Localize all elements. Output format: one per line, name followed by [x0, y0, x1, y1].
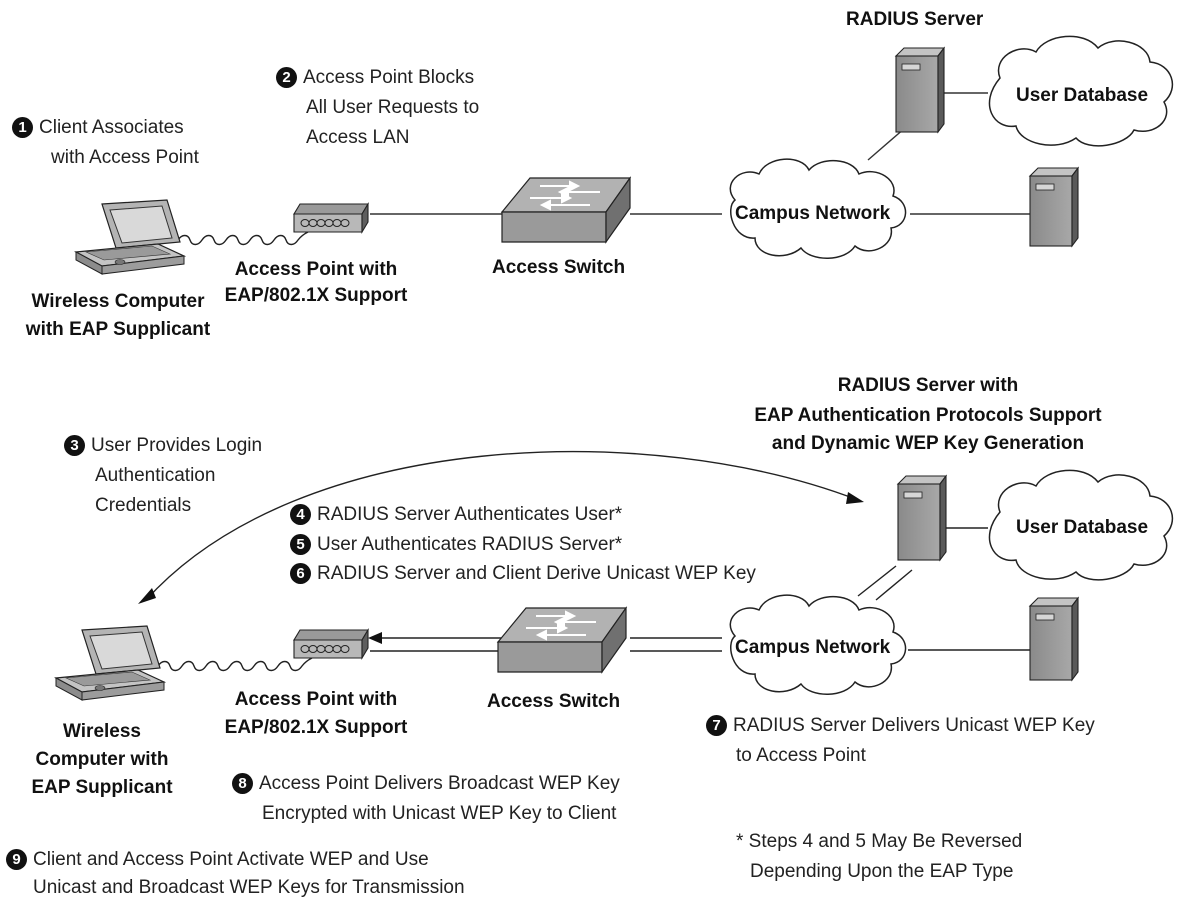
step-text: Client Associates [39, 117, 184, 138]
step-1: 1 Client Associates [12, 116, 184, 140]
step-7: 7 RADIUS Server Delivers Unicast WEP Key [706, 714, 1095, 738]
step-number-badge: 1 [12, 117, 33, 138]
user-database-cloud [988, 35, 1174, 147]
radius-server-label: RADIUS Server with [837, 375, 1019, 396]
radius-server-icon [896, 474, 948, 562]
user-database-label: User Database [1016, 85, 1149, 106]
step-text: Access LAN [306, 127, 410, 148]
step-text: User Provides Login [91, 435, 263, 456]
campus-network-label: Campus Network [735, 637, 891, 658]
coil-cable-bottom [157, 657, 313, 672]
step-number-badge: 2 [276, 67, 297, 88]
access-point-icon [293, 628, 369, 660]
wireless-computer-label: Wireless Computer [31, 291, 205, 312]
step-number-badge: 4 [290, 504, 311, 525]
access-switch-label: Access Switch [492, 257, 626, 278]
top-links [370, 92, 1030, 215]
access-point-label: Access Point with [234, 259, 398, 280]
step-number-badge: 9 [6, 849, 27, 870]
radius-server-label: EAP Authentication Protocols Support [754, 405, 1102, 426]
step-text: with Access Point [51, 147, 199, 168]
access-point-icon [293, 202, 369, 234]
wireless-computer-label: Wireless [63, 721, 141, 742]
campus-network-cloud [729, 594, 907, 695]
step-9: 9 Client and Access Point Activate WEP an… [6, 848, 429, 872]
step-text: RADIUS Server Authenticates User* [317, 504, 623, 525]
step-3: 3 User Provides Login [64, 434, 262, 458]
step-number-badge: 3 [64, 435, 85, 456]
step-number-badge: 5 [290, 534, 311, 555]
wireless-computer-label: Computer with [35, 749, 169, 770]
server-icon [1028, 596, 1080, 682]
step-text: All User Requests to [306, 97, 480, 118]
coil-cable-top [177, 231, 309, 246]
arrow-head [368, 632, 382, 644]
step-text: RADIUS Server Delivers Unicast WEP Key [733, 715, 1095, 736]
campus-network-label: Campus Network [735, 203, 891, 224]
step-text: User Authenticates RADIUS Server* [317, 534, 623, 555]
radius-server-label: and Dynamic WEP Key Generation [771, 433, 1085, 454]
access-point-label: EAP/802.1X Support [224, 717, 408, 738]
step-text: RADIUS Server and Client Derive Unicast … [317, 563, 756, 584]
step-8: 8 Access Point Delivers Broadcast WEP Key [232, 772, 620, 796]
campus-network-cloud [729, 158, 907, 259]
laptop-icon [73, 199, 187, 275]
step-2: 2 Access Point Blocks [276, 66, 474, 90]
access-point-label: Access Point with [234, 689, 398, 710]
step-6: 6 RADIUS Server and Client Derive Unicast… [290, 562, 756, 586]
wireless-computer-label: with EAP Supplicant [25, 319, 211, 340]
laptop-icon [53, 625, 167, 701]
step-number-badge: 7 [706, 715, 727, 736]
credentials-arrow [138, 450, 864, 604]
step-number-badge: 6 [290, 563, 311, 584]
footnote: Depending Upon the EAP Type [750, 861, 1014, 882]
step-4: 4 RADIUS Server Authenticates User* [290, 503, 622, 527]
footnote: * Steps 4 and 5 May Be Reversed [736, 831, 1023, 852]
user-database-cloud [988, 469, 1174, 581]
user-database-label: User Database [1016, 517, 1149, 538]
step-text: Credentials [95, 495, 192, 516]
wireless-computer-label: EAP Supplicant [31, 777, 173, 798]
radius-server-label: RADIUS Server [846, 9, 984, 30]
step-5: 5 User Authenticates RADIUS Server* [290, 533, 622, 557]
step-text: Access Point Blocks [303, 67, 475, 88]
switch-icon [500, 176, 632, 244]
key-delivery-arrow [370, 527, 1030, 652]
step-text: Encrypted with Unicast WEP Key to Client [262, 803, 617, 824]
server-icon [1028, 166, 1080, 248]
step-text: Unicast and Broadcast WEP Keys for Trans… [33, 877, 465, 898]
access-switch-label: Access Switch [487, 691, 621, 712]
radius-server-icon [894, 46, 946, 134]
step-text: Access Point Delivers Broadcast WEP Key [259, 773, 620, 794]
switch-icon [496, 606, 628, 674]
step-text: Authentication [95, 465, 216, 486]
step-text: to Access Point [736, 745, 866, 766]
step-text: Client and Access Point Activate WEP and… [33, 849, 429, 870]
access-point-label: EAP/802.1X Support [224, 285, 408, 306]
step-number-badge: 8 [232, 773, 253, 794]
